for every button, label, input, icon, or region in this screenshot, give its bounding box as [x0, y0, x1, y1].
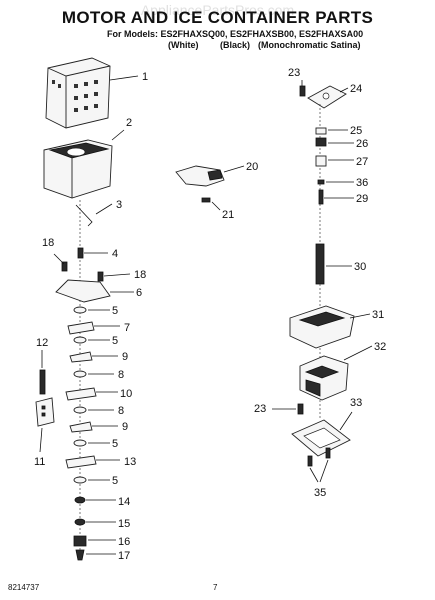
callout-10: 10 [120, 388, 132, 400]
housing-31 [289, 305, 355, 349]
callout-5a: 5 [112, 305, 118, 317]
ice-bucket-part [43, 139, 113, 199]
bracket-part [55, 279, 111, 303]
callout-21: 21 [222, 209, 234, 221]
callout-31: 31 [372, 309, 384, 321]
callout-29: 29 [356, 193, 368, 205]
callout-1: 1 [142, 71, 148, 83]
callout-5c: 5 [112, 438, 118, 450]
callout-7: 7 [124, 322, 130, 334]
callout-33: 33 [350, 397, 362, 409]
block-11 [35, 397, 55, 427]
color-black: (Black) [220, 40, 251, 50]
screw-4 [77, 247, 84, 259]
callout-5b: 5 [112, 335, 118, 347]
callout-18a: 18 [42, 237, 54, 249]
callout-25: 25 [350, 125, 362, 137]
shaft-30 [315, 243, 325, 285]
callout-3: 3 [116, 199, 122, 211]
footer-code: 8214737 [8, 583, 40, 592]
callout-8a: 8 [118, 369, 124, 381]
callout-13: 13 [124, 456, 136, 468]
callout-8b: 8 [118, 405, 124, 417]
callout-24: 24 [350, 83, 362, 95]
models-line: For Models: ES2FHAXSQ00, ES2FHAXSB00, ES… [107, 29, 364, 39]
callout-32: 32 [374, 341, 386, 353]
callout-17: 17 [118, 550, 130, 562]
callout-15: 15 [118, 518, 130, 530]
color-satina: (Monochromatic Satina) [258, 40, 361, 50]
callout-30: 30 [354, 261, 366, 273]
callout-9b: 9 [122, 421, 128, 433]
callout-11: 11 [34, 456, 45, 468]
callout-26: 26 [356, 138, 368, 150]
callout-18b: 18 [134, 269, 146, 281]
ice-container-part [45, 57, 111, 129]
callout-23b: 23 [254, 403, 266, 415]
page-title: MOTOR AND ICE CONTAINER PARTS [61, 8, 374, 27]
motor-32 [299, 355, 349, 401]
footer-page-number: 7 [213, 583, 218, 592]
callout-4: 4 [112, 248, 118, 260]
callout-9a: 9 [122, 351, 128, 363]
callout-6: 6 [136, 287, 142, 299]
callout-35: 35 [314, 487, 326, 499]
spring-12 [39, 369, 46, 395]
callout-12: 12 [36, 337, 48, 349]
color-white: (White) [168, 40, 199, 50]
callout-20: 20 [246, 161, 258, 173]
callout-16: 16 [118, 536, 130, 548]
callout-14: 14 [118, 496, 130, 508]
callout-36: 36 [356, 177, 368, 189]
callout-5d: 5 [112, 475, 118, 487]
callout-2: 2 [126, 117, 132, 129]
watermark: AppliancePartsPros.com [140, 2, 295, 18]
callout-23a: 23 [288, 67, 300, 79]
callout-27: 27 [356, 156, 368, 168]
